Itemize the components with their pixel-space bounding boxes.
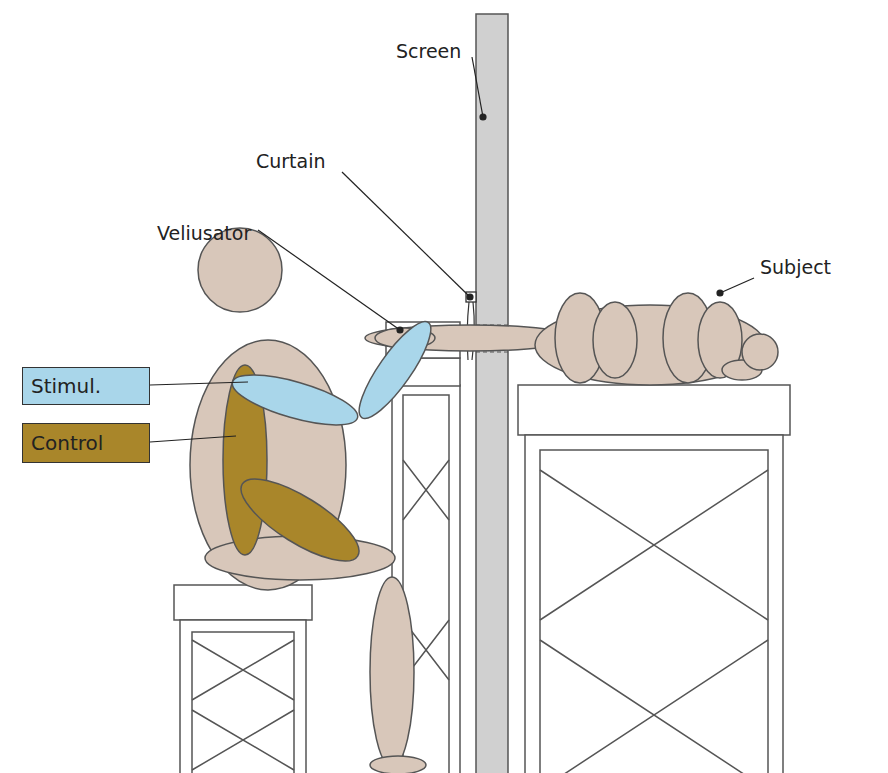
box-text: Control	[31, 431, 103, 455]
subject-label: Subject	[760, 256, 831, 279]
curtain-label: Curtain	[256, 150, 326, 173]
screen-label: Screen	[396, 40, 461, 63]
control-legend-box: Control	[22, 423, 150, 463]
device-label: Veliusator	[157, 222, 251, 245]
box-text: Stimul.	[31, 374, 101, 398]
stimulation-legend-box: Stimul.	[22, 367, 150, 405]
